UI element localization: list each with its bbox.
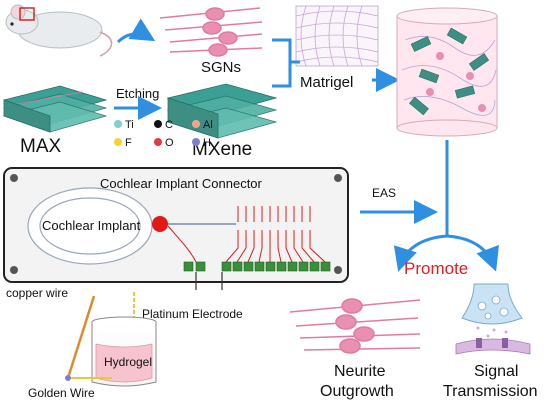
trace-line xyxy=(225,206,239,263)
green-pad xyxy=(195,261,206,272)
element-legend: Ti C AlF O H xyxy=(114,119,213,149)
green-pad xyxy=(232,261,243,272)
green-pads xyxy=(183,261,331,272)
green-pad xyxy=(320,261,331,272)
trace-line xyxy=(285,206,293,263)
green-pad xyxy=(243,261,254,272)
copper-wire-label: copper wire xyxy=(6,286,68,300)
legend-label-o: O xyxy=(165,137,174,149)
eas-label: EAS xyxy=(372,186,396,200)
legend-dot-al xyxy=(192,120,200,128)
platinum-electrode-label: Platinum Electrode xyxy=(142,307,243,321)
matrigel-grid-panel xyxy=(295,5,379,67)
legend-label-c: C xyxy=(165,119,173,131)
trace-line xyxy=(236,206,247,263)
green-pad xyxy=(265,261,276,272)
hydrogel-scaffold-cylinder xyxy=(396,7,498,137)
legend-dot-o xyxy=(154,138,162,146)
beaker xyxy=(91,316,157,387)
connector-traces xyxy=(225,206,326,263)
wire-junction xyxy=(65,375,71,381)
legend-dot-f xyxy=(114,138,122,146)
merge-bracket xyxy=(272,38,300,88)
trace-line xyxy=(277,206,282,263)
trace-line xyxy=(293,206,304,263)
legend-dot-h xyxy=(192,138,200,146)
signal-label-line1: Signal xyxy=(474,363,518,380)
max-layers xyxy=(2,85,108,133)
trace-line xyxy=(309,206,326,263)
signal-label-line2: Transmission xyxy=(443,383,538,400)
sgns-neurons xyxy=(159,7,263,57)
green-pad xyxy=(298,261,309,272)
hydrogel-label: Hydrogel xyxy=(104,355,152,369)
cochlear-implant-label: Cochlear Implant xyxy=(42,218,141,233)
golden-wire-label: Golden Wire xyxy=(28,386,95,400)
promote-label: Promote xyxy=(404,259,468,278)
legend-dot-c xyxy=(154,120,162,128)
cochlear-implant-coil xyxy=(27,187,153,265)
max-label: MAX xyxy=(20,136,62,157)
green-pad xyxy=(221,261,232,272)
legend-label-al: Al xyxy=(203,119,213,131)
legend-label-ti: Ti xyxy=(125,119,134,131)
neurite-outgrowth-illustration xyxy=(289,298,421,354)
connector-screws xyxy=(10,174,342,274)
etching-label: Etching xyxy=(116,86,159,101)
mxene-layers xyxy=(166,83,278,139)
green-pad xyxy=(287,261,298,272)
connector-title: Cochlear Implant Connector xyxy=(100,176,263,191)
trace-line xyxy=(247,206,255,263)
trace-line xyxy=(258,206,263,263)
split-arrow-right xyxy=(446,234,499,272)
legend-label-f: F xyxy=(125,137,132,149)
green-pad xyxy=(183,261,194,272)
mouse-to-sgns-arrow xyxy=(116,18,156,44)
sgns-label: SGNs xyxy=(201,59,241,76)
legend-dot-ti xyxy=(114,120,122,128)
mxene-label: MXene xyxy=(192,139,252,160)
neurite-label-line1: Neurite xyxy=(334,363,386,380)
synapse-illustration xyxy=(455,283,531,355)
trace-line xyxy=(301,206,315,263)
mouse-illustration xyxy=(5,4,113,57)
green-pad xyxy=(276,261,287,272)
copper-wire xyxy=(66,295,96,379)
green-pad xyxy=(254,261,265,272)
neurite-label-line2: Outgrowth xyxy=(320,383,394,400)
split-arrow-left xyxy=(393,234,448,272)
matrigel-label: Matrigel xyxy=(300,74,353,91)
legend-label-h: H xyxy=(203,137,211,149)
green-pad xyxy=(309,261,320,272)
implant-electrode-dot xyxy=(152,216,168,232)
